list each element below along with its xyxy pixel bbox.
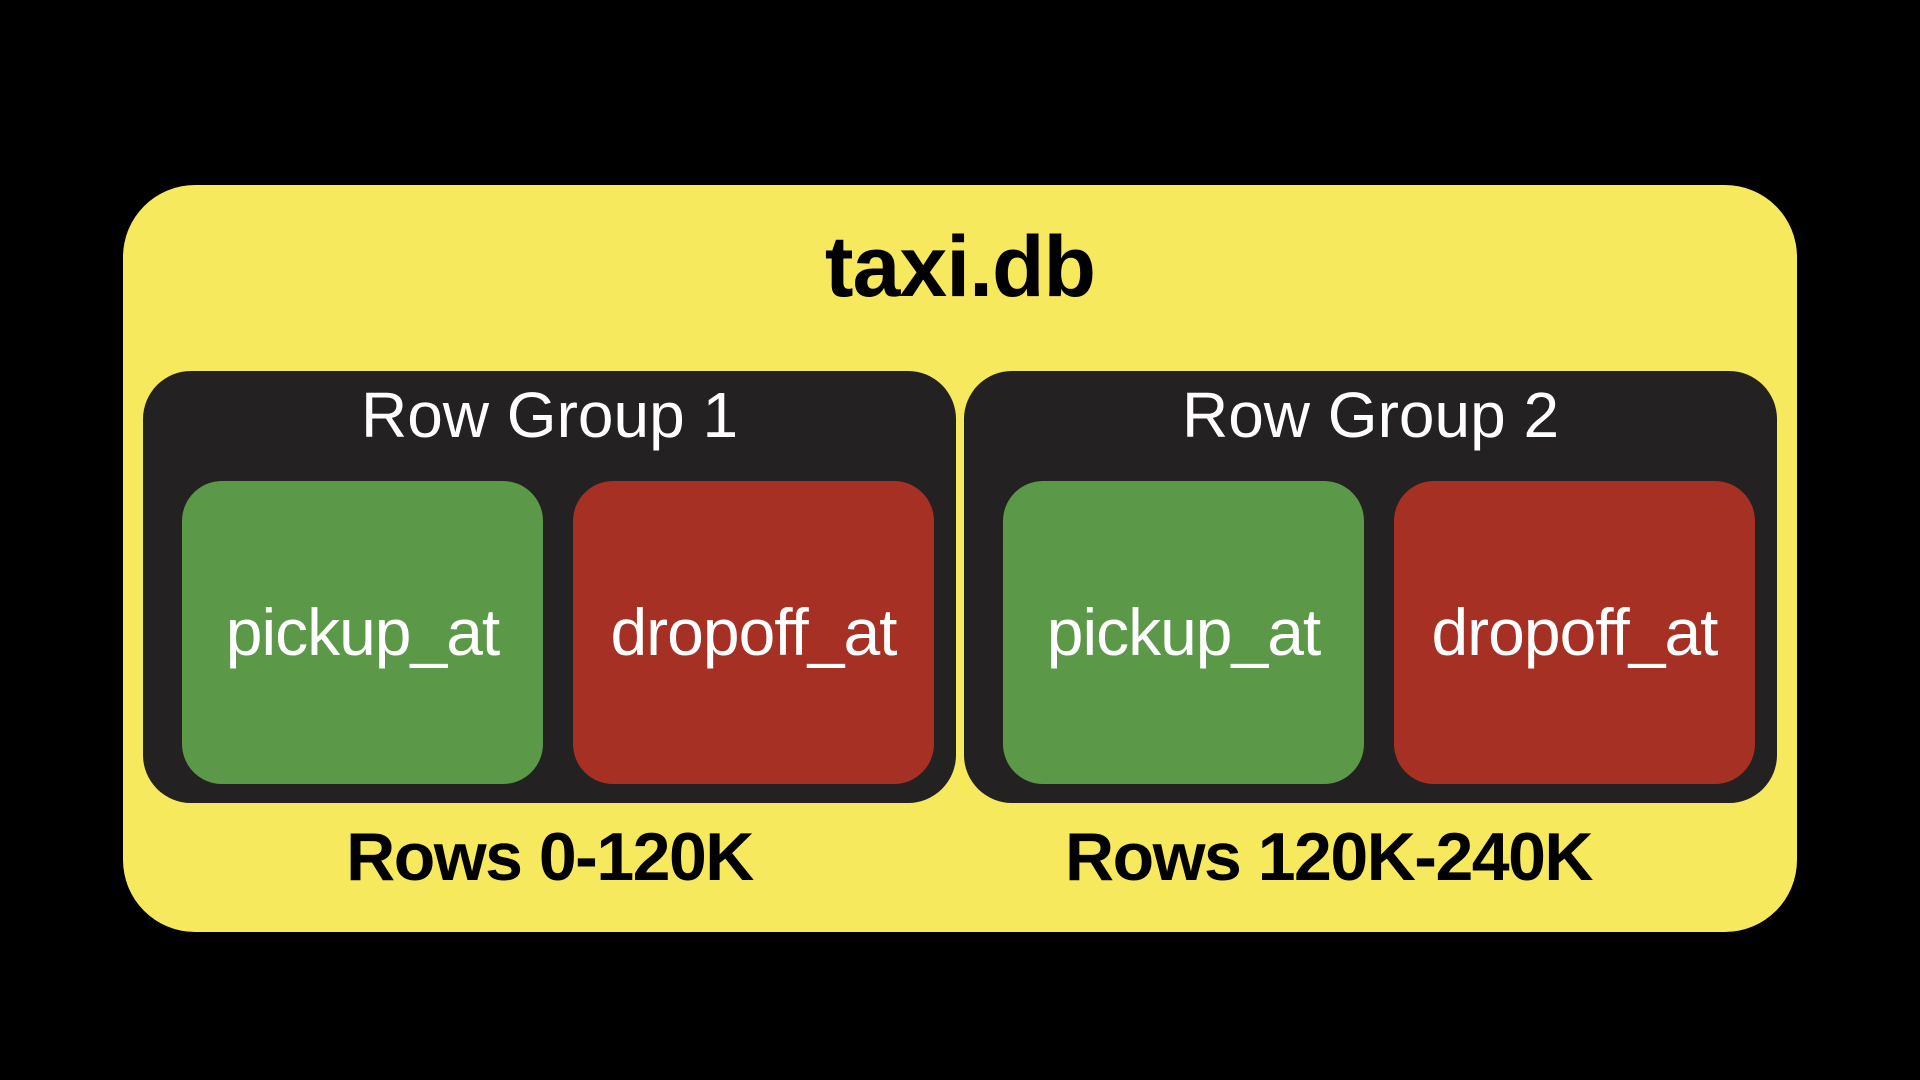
column-chunk-dropoff-at: dropoff_at [573,480,934,784]
column-chunk-dropoff-at-label: dropoff_at [610,595,897,670]
column-chunk-dropoff-at: dropoff_at [1394,480,1755,784]
row-range-caption-2: Rows 120K-240K [1064,819,1594,895]
column-chunk-pickup-at-label: pickup_at [1046,595,1322,670]
row-group-1-columns: pickup_at dropoff_at [143,480,956,784]
column-chunk-pickup-at: pickup_at [182,480,543,784]
database-file-title: taxi.db [824,219,1096,315]
row-group-2-columns: pickup_at dropoff_at [964,480,1777,784]
row-group-2-label: Row Group 2 [1181,379,1560,451]
column-chunk-pickup-at: pickup_at [1003,480,1364,784]
database-file-container: taxi.db Row Group 1 pickup_at dropoff_at… [123,185,1797,932]
row-range-caption-1: Rows 0-120K [346,819,754,895]
row-group-1-label: Row Group 1 [360,379,739,451]
row-range-captions: Rows 0-120K Rows 120K-240K [143,818,1777,896]
column-chunk-dropoff-at-label: dropoff_at [1431,595,1718,670]
row-group-1: Row Group 1 pickup_at dropoff_at [143,371,956,803]
row-group-2: Row Group 2 pickup_at dropoff_at [964,371,1777,803]
row-groups-row: Row Group 1 pickup_at dropoff_at Row Gro… [143,371,1777,803]
column-chunk-pickup-at-label: pickup_at [225,595,501,670]
